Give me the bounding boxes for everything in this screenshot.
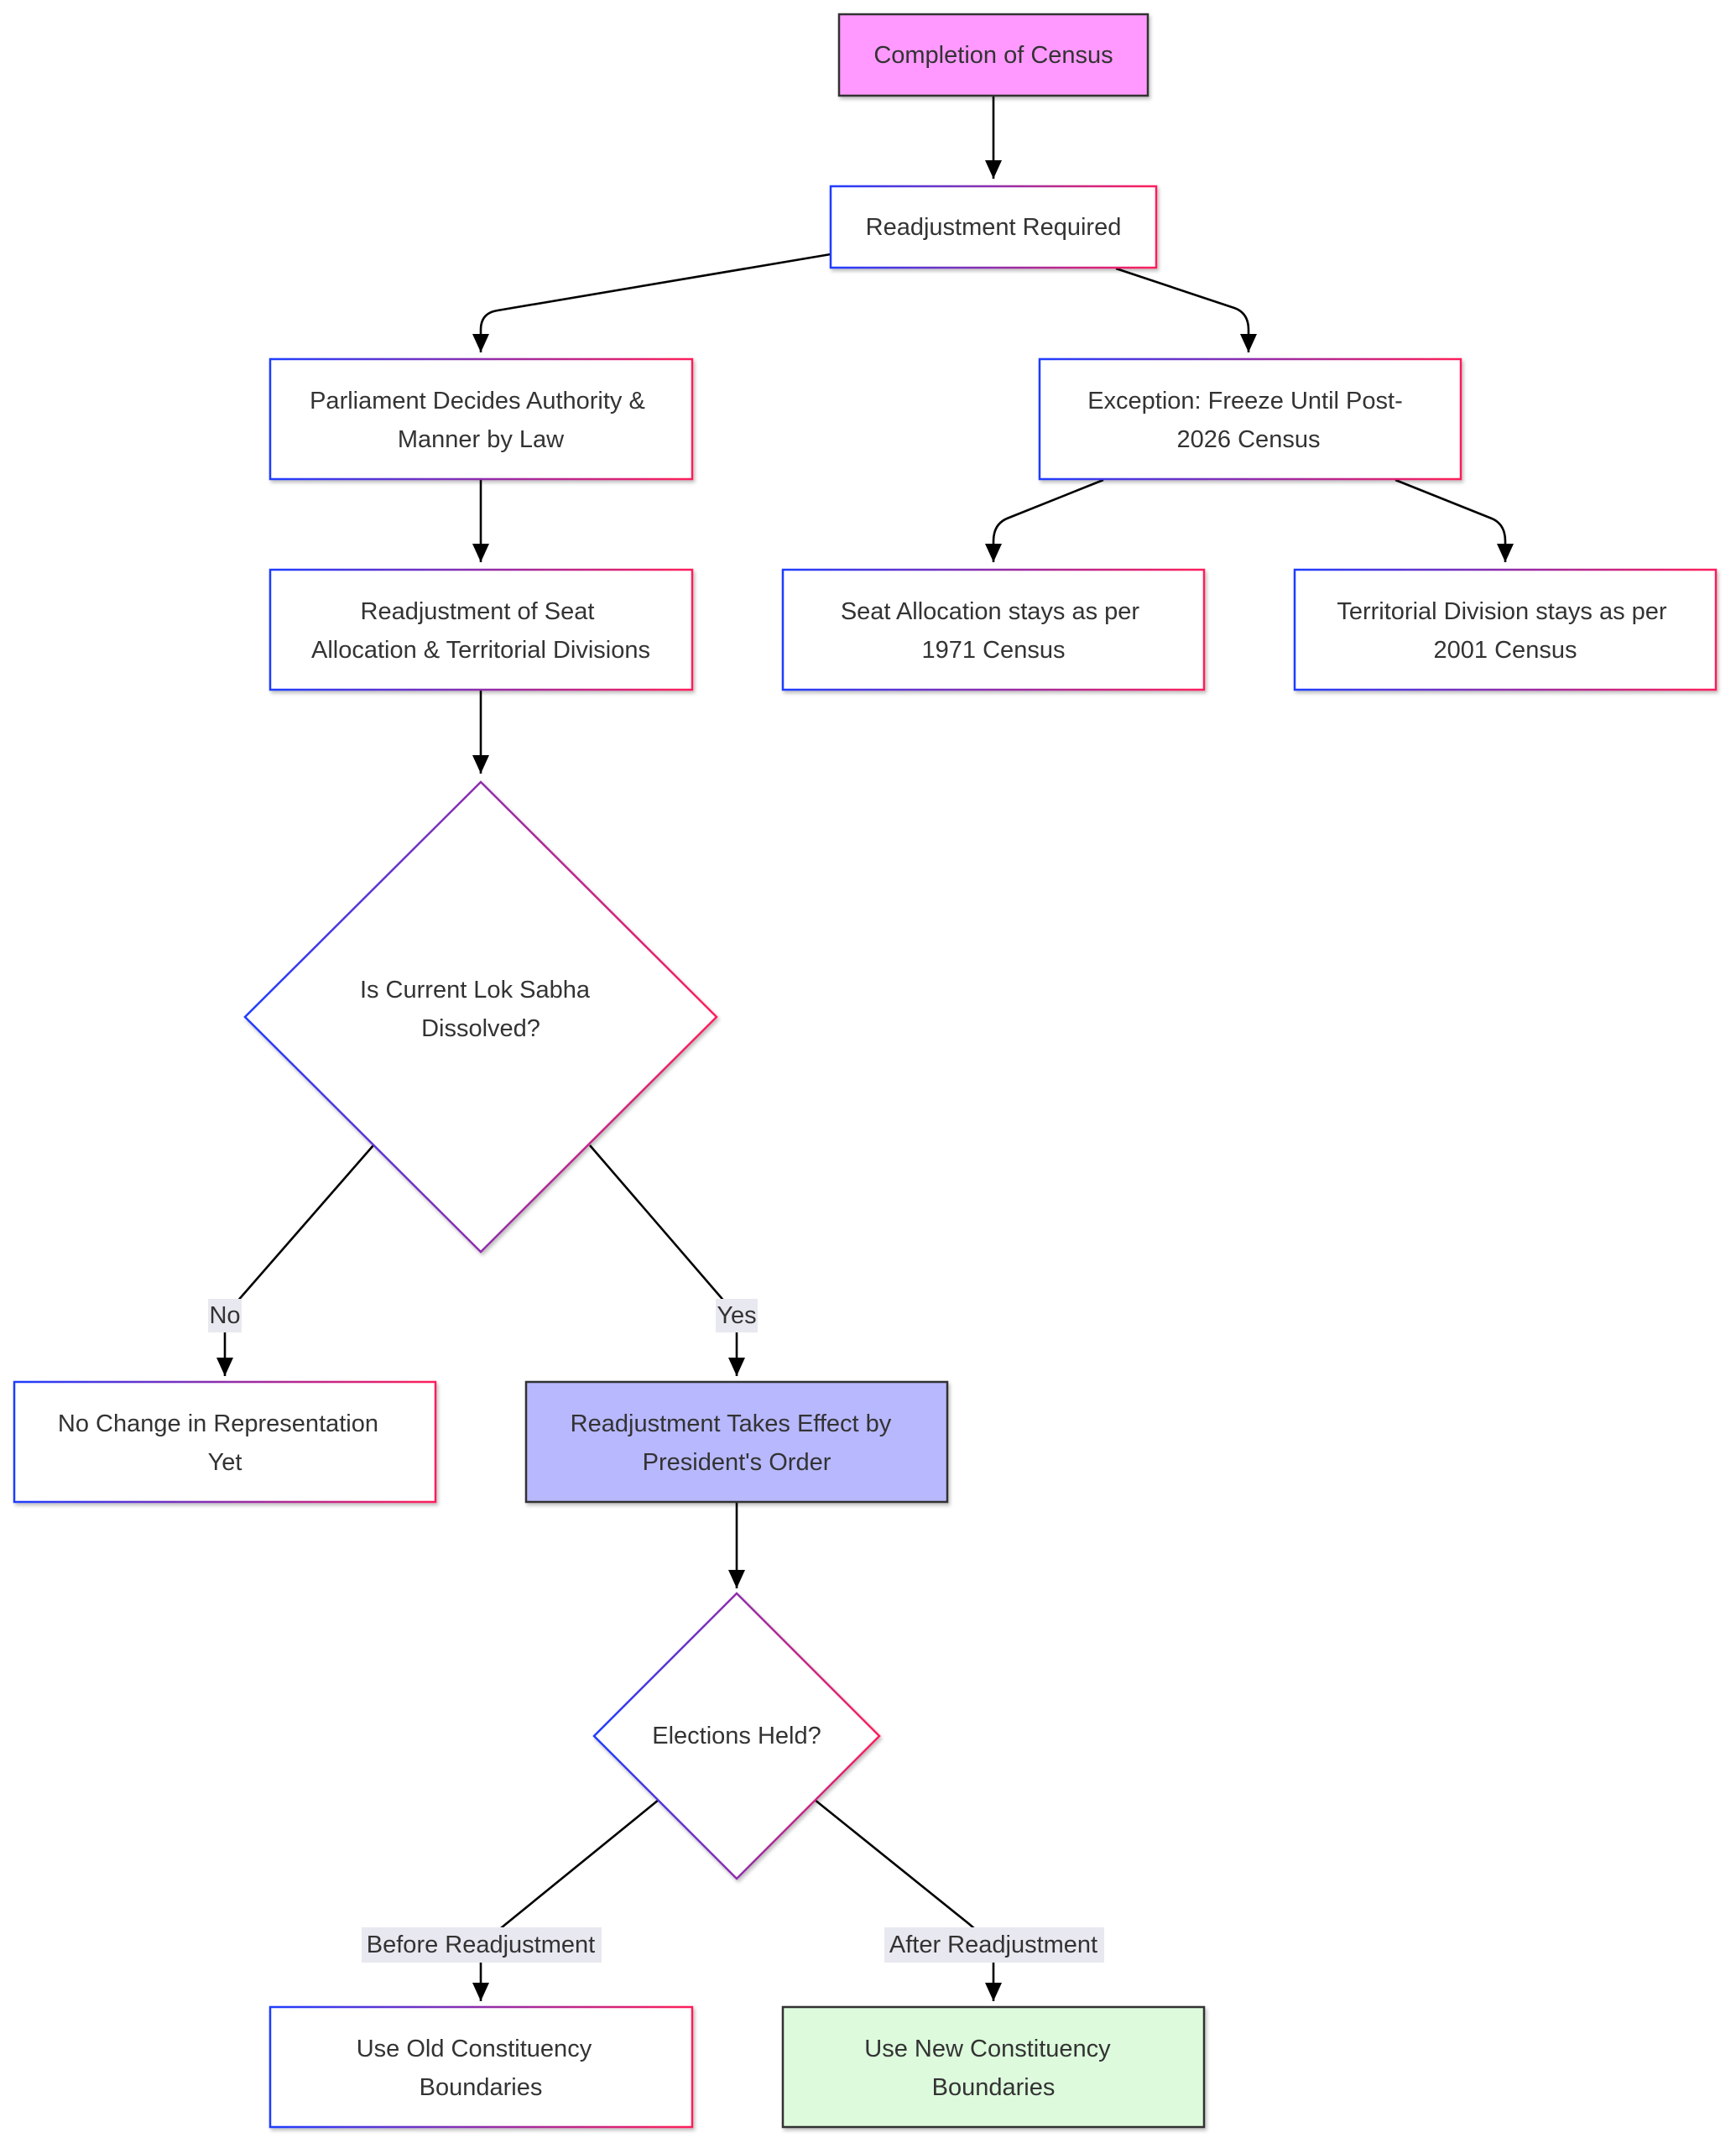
node-no-change-line-2: Yet: [208, 1449, 242, 1476]
node-exception-line-2: 2026 Census: [1177, 426, 1321, 453]
edge-label-before-readjustment: Before Readjustment: [362, 1927, 602, 1963]
edge-label-no: No: [208, 1299, 242, 1332]
node-takes-effect-line-1: Readjustment Takes Effect by: [571, 1410, 892, 1437]
node-takes-effect-line-2: President's Order: [643, 1449, 832, 1476]
svg-text:Use New Constituency B: Use New Constituency Boundaries: [864, 2036, 1117, 2101]
node-seat-realloc-line-1: Readjustment of Seat: [361, 598, 595, 625]
node-no-change-line-1: No Change in Representation: [58, 1410, 378, 1437]
node-old-boundaries-line-1: Use Old Constituency: [357, 2036, 592, 2062]
node-seat-allocation-1971[interactable]: Seat Allocation stays as per 1971 Census: [781, 568, 1206, 691]
svg-text:Parliament Decides Authority &: Parliament Decides Authority & Manner by…: [310, 388, 652, 453]
node-parliament-line-2: Manner by Law: [398, 426, 565, 453]
edge-label-before-text: Before Readjustment: [367, 1932, 595, 1958]
node-old-constituency-boundaries[interactable]: Use Old Constituency Boundaries: [268, 2005, 694, 2129]
edge-readjustment-to-parliament: [472, 253, 832, 352]
svg-text:Completion of Census: Completion of Census: [873, 42, 1113, 69]
svg-text:Is Current Lok Sabha D: Is Current Lok Sabha Dissolved?: [360, 977, 597, 1042]
svg-text:No Change in Representation: No Change in Representation Yet: [58, 1410, 385, 1476]
node-exception-line-1: Exception: Freeze Until Post-: [1087, 388, 1403, 414]
edge-label-yes: Yes: [716, 1299, 758, 1332]
decision-dissolved-line-2: Dissolved?: [421, 1015, 540, 1042]
node-parliament-line-1: Parliament Decides Authority &: [310, 388, 645, 414]
edge-elections-to-old: [472, 1798, 659, 2001]
decision-elections-line-1: Elections Held?: [652, 1723, 821, 1749]
edge-label-after-text: After Readjustment: [889, 1932, 1097, 1958]
svg-text:Readjustment Takes Effect by: Readjustment Takes Effect by President's…: [571, 1410, 899, 1476]
node-takes-effect-president-order[interactable]: Readjustment Takes Effect by President's…: [524, 1380, 949, 1504]
node-parliament-decides[interactable]: Parliament Decides Authority & Manner by…: [268, 357, 694, 481]
node-new-boundaries-line-1: Use New Constituency: [864, 2036, 1111, 2062]
node-no-change-representation[interactable]: No Change in Representation Yet: [13, 1380, 437, 1504]
node-completion-of-census[interactable]: Completion of Census: [837, 13, 1150, 97]
svg-text:Exception: Freeze Until Post-: Exception: Freeze Until Post- 2026 Censu…: [1087, 388, 1410, 453]
svg-text:Seat Allocation stays as per: Seat Allocation stays as per 1971 Census: [841, 598, 1146, 664]
node-new-constituency-boundaries[interactable]: Use New Constituency Boundaries: [781, 2005, 1206, 2129]
nodes: Completion of Census Readjustment Requir…: [13, 13, 1718, 2129]
node-seat-realloc-line-2: Allocation & Territorial Divisions: [311, 637, 650, 664]
node-new-boundaries-line-2: Boundaries: [932, 2074, 1056, 2101]
edge-label-yes-text: Yes: [717, 1302, 756, 1329]
node-territorial-line-2: 2001 Census: [1434, 637, 1577, 664]
edge-exception-to-seat-1971: [985, 478, 1104, 562]
edge-dissolved-to-no-change: [216, 1144, 374, 1376]
node-exception-freeze[interactable]: Exception: Freeze Until Post- 2026 Censu…: [1038, 357, 1462, 481]
node-territorial-line-1: Territorial Division stays as per: [1337, 598, 1667, 625]
svg-text:Readjustment of Seat A: Readjustment of Seat Allocation & Territ…: [311, 598, 650, 664]
edge-label-no-text: No: [209, 1302, 240, 1329]
node-readjustment-required-line-1: Readjustment Required: [866, 214, 1122, 241]
edge-exception-to-territorial-2001: [1395, 478, 1514, 562]
node-seat-allocation-readjustment[interactable]: Readjustment of Seat Allocation & Territ…: [268, 568, 694, 691]
node-seat-1971-line-2: 1971 Census: [922, 637, 1066, 664]
decision-lok-sabha-dissolved[interactable]: Is Current Lok Sabha Dissolved?: [243, 780, 718, 1254]
node-territorial-division-2001[interactable]: Territorial Division stays as per 2001 C…: [1293, 568, 1718, 691]
node-census-line-1: Completion of Census: [873, 42, 1113, 69]
edge-dissolved-to-takes-effect: [589, 1144, 745, 1376]
node-old-boundaries-line-2: Boundaries: [420, 2074, 543, 2101]
edge-label-after-readjustment: After Readjustment: [884, 1927, 1104, 1963]
decision-elections-held[interactable]: Elections Held?: [592, 1592, 881, 1880]
edge-readjustment-to-exception: [1115, 267, 1257, 352]
edge-labels: No Yes Before Readjustment After Readjus…: [208, 1299, 1104, 1963]
svg-text:Use Old Constituency B: Use Old Constituency Boundaries: [357, 2036, 599, 2101]
svg-text:Elections Held?: Elections Held?: [652, 1723, 821, 1749]
decision-dissolved-line-1: Is Current Lok Sabha: [360, 977, 591, 1004]
svg-text:Readjustment Required: Readjustment Required: [866, 214, 1122, 241]
node-readjustment-required[interactable]: Readjustment Required: [829, 185, 1158, 269]
node-seat-1971-line-1: Seat Allocation stays as per: [841, 598, 1140, 625]
edge-elections-to-new: [814, 1798, 1002, 2001]
svg-text:Territorial Division stays as: Territorial Division stays as per 2001 C…: [1337, 598, 1673, 664]
